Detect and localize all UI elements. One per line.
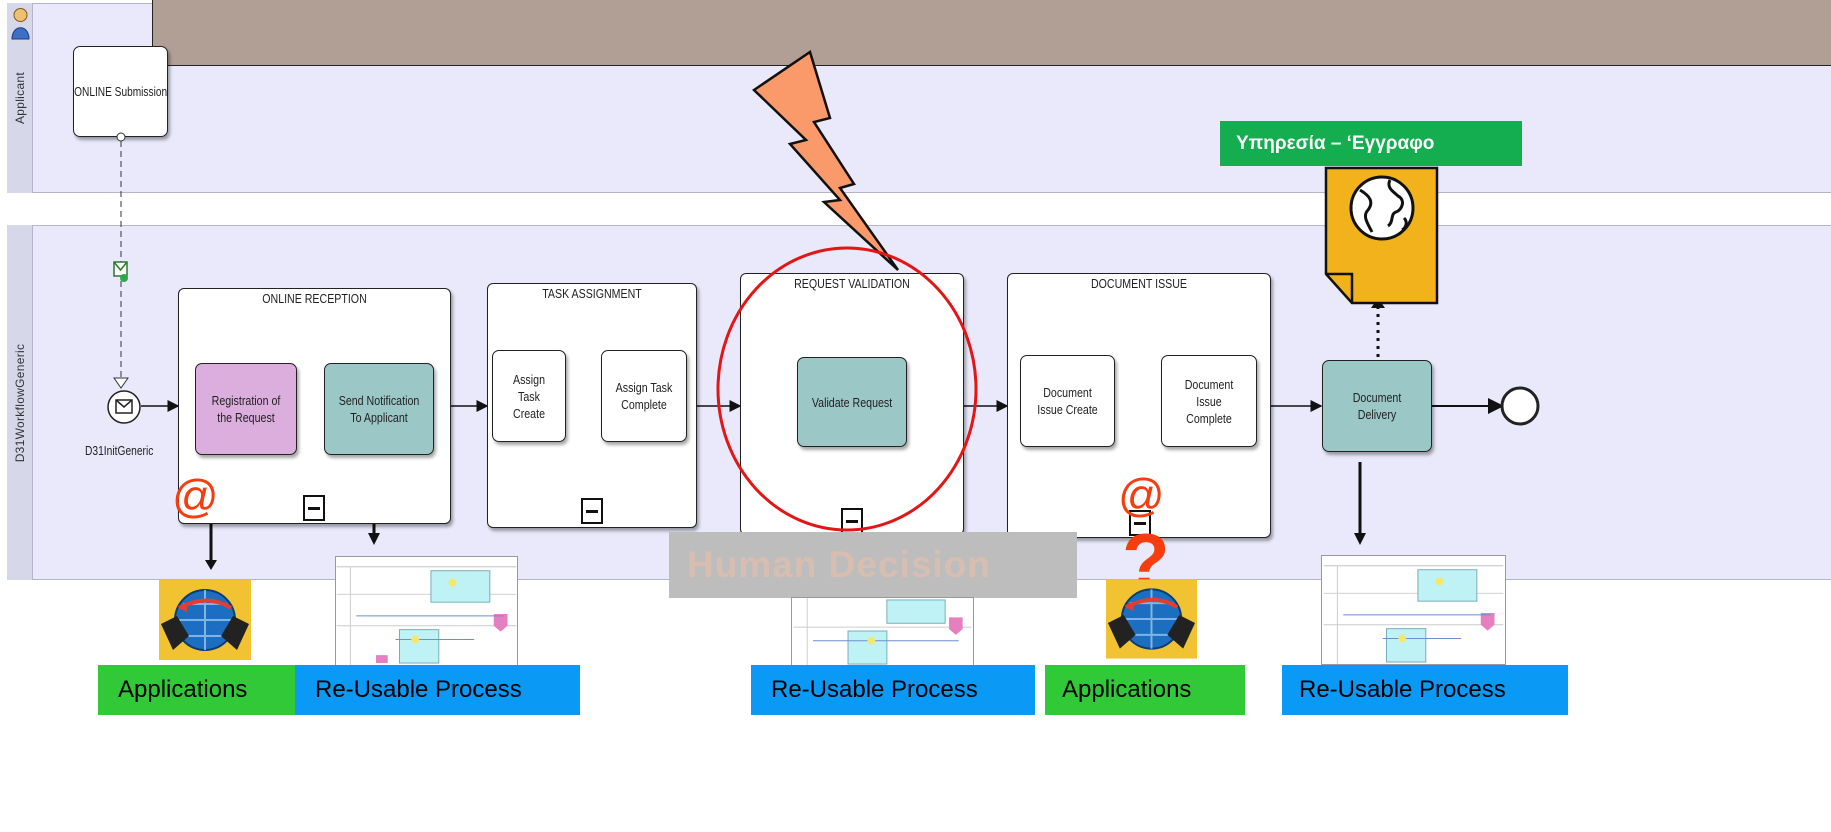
collapse-marker-assignment[interactable] (581, 498, 603, 524)
reusable-process-label: Re-Usable Process (751, 665, 1035, 715)
online-submission-label: ONLINE Submission (74, 84, 167, 99)
validate-request-task[interactable]: Validate Request (797, 357, 907, 447)
send-notification-task[interactable]: Send Notification To Applicant (324, 363, 434, 455)
header-bar (152, 0, 1831, 66)
assign-create-label: Assign Task Create (512, 371, 546, 421)
process-thumbnail (1321, 555, 1506, 665)
document-issue-create[interactable]: Document Issue Create (1020, 355, 1115, 447)
applications-label-text: Applications (1062, 676, 1192, 703)
document-delivery-task[interactable]: Document Delivery (1322, 360, 1432, 452)
start-event-label: D31InitGeneric (85, 444, 154, 458)
highlight-circle (716, 246, 978, 532)
registration-task[interactable]: Registration of the Request (195, 363, 297, 455)
service-label: Υπηρεσία – ‘Εγγραφο (1220, 121, 1522, 166)
lightning-icon (752, 50, 900, 271)
subprocess-title: ONLINE RECEPTION (262, 292, 367, 306)
document-delivery-label: Document Delivery (1352, 390, 1402, 422)
validate-request-label: Validate Request (811, 394, 893, 410)
network-computers-icon (159, 580, 251, 660)
assign-task-create[interactable]: Assign Task Create (492, 350, 566, 442)
collapse-marker-issue[interactable] (1129, 510, 1151, 536)
issue-complete-label: Document Issue Complete (1184, 376, 1234, 426)
service-label-text: Υπηρεσία – ‘Εγγραφο (1236, 132, 1435, 154)
subprocess-title: TASK ASSIGNMENT (542, 287, 642, 301)
applications-label: Applications (98, 665, 298, 715)
assign-complete-label: Assign Task Complete (615, 380, 673, 412)
user-icon (11, 8, 30, 40)
network-computers-icon (1106, 579, 1197, 659)
online-submission-task[interactable]: ONLINE Submission (73, 46, 168, 137)
reusable-process-label-text: Re-Usable Process (771, 676, 978, 703)
applications-label: Applications (1045, 665, 1245, 715)
applications-label-text: Applications (118, 676, 248, 703)
send-notification-label: Send Notification To Applicant (338, 393, 420, 425)
email-at-symbol: @ (1118, 469, 1165, 521)
document-globe-icon (1324, 166, 1439, 305)
registration-label: Registration of the Request (211, 393, 281, 425)
end-event[interactable] (1498, 384, 1542, 428)
process-thumbnail (791, 597, 974, 667)
issue-create-label: Document Issue Create (1037, 385, 1098, 417)
subprocess-title: DOCUMENT ISSUE (1090, 277, 1188, 291)
document-issue-complete[interactable]: Document Issue Complete (1161, 355, 1257, 447)
workflow-lane-header: D31WorkflowGeneric (7, 225, 33, 580)
start-message-event[interactable] (104, 387, 144, 427)
reusable-process-label: Re-Usable Process (1282, 665, 1568, 715)
collapse-marker-reception[interactable] (303, 495, 325, 521)
reusable-process-label: Re-Usable Process (295, 665, 580, 715)
reusable-process-label-text: Re-Usable Process (1299, 676, 1506, 703)
assign-task-complete[interactable]: Assign Task Complete (601, 350, 687, 442)
process-thumbnail (335, 556, 518, 666)
human-decision-banner: Human Decision (669, 532, 1077, 598)
reusable-process-label-text: Re-Usable Process (315, 676, 522, 703)
human-decision-text: Human Decision (687, 544, 991, 585)
message-envelope-icon (113, 261, 128, 282)
subprocess-title: REQUEST VALIDATION (794, 277, 910, 291)
email-at-symbol: @ (172, 470, 219, 522)
